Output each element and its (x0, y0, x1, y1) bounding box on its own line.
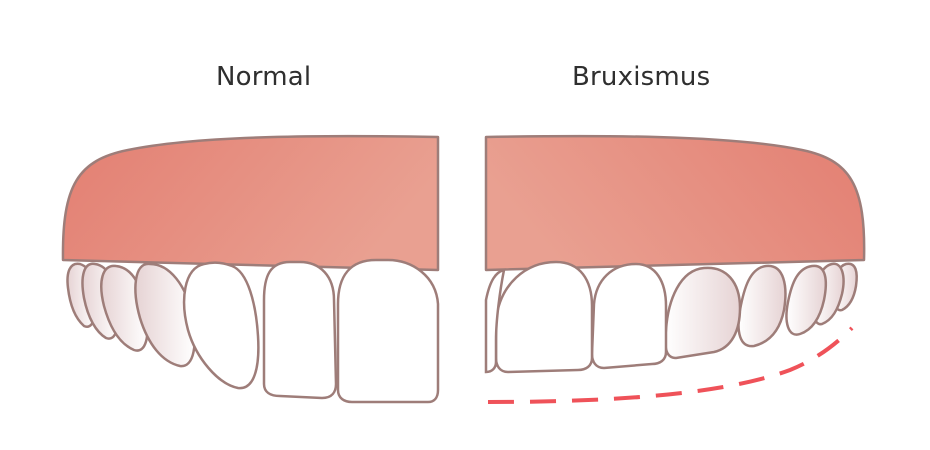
bruxism-label: Bruxismus (572, 62, 711, 92)
bruxism-jaw (484, 134, 866, 404)
tooth-wear-indicator-line (487, 326, 854, 404)
bruxism-tooth-back-3 (785, 264, 828, 336)
bruxism-tooth-central-incisor (484, 268, 506, 374)
normal-tooth-canine (182, 261, 260, 390)
bruxism-tooth-lateral-incisor (494, 260, 594, 374)
bruxism-tooth-canine (590, 262, 668, 370)
bruxism-tooth-premolar-1 (737, 264, 787, 348)
normal-label: Normal (216, 62, 312, 92)
normal-tooth-lateral-incisor (262, 260, 338, 400)
bruxism-gum (484, 134, 866, 272)
bruxism-tooth-premolar-2 (664, 266, 742, 360)
normal-jaw (61, 134, 440, 404)
normal-tooth-central-incisor (336, 258, 440, 404)
normal-gum (61, 134, 440, 272)
